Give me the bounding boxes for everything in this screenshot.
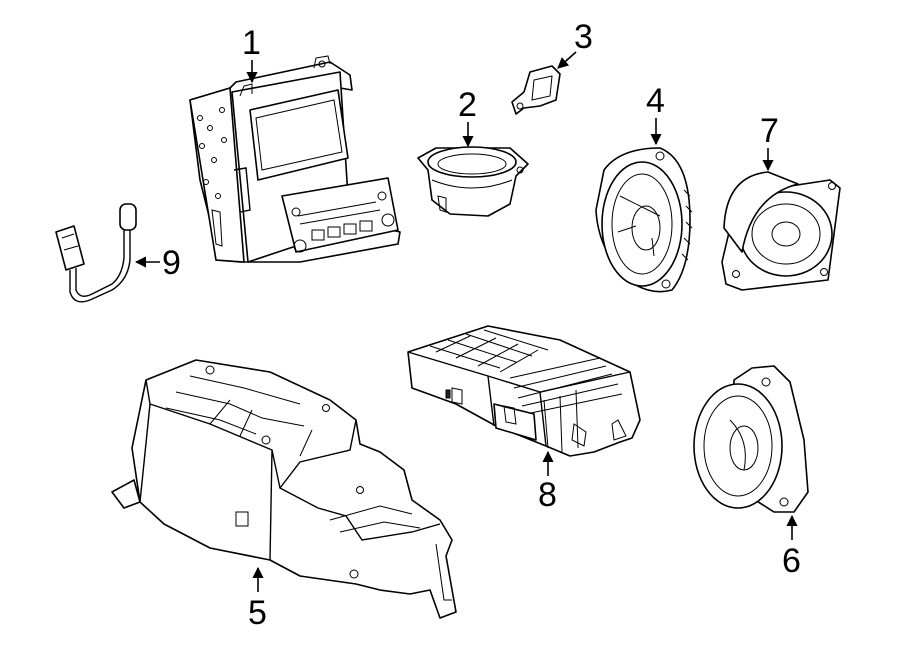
callout-5: 5 [248,594,267,632]
round-speaker-part[interactable] [693,365,809,513]
callout-8: 8 [538,476,557,514]
tweeter-speaker-part[interactable] [417,146,529,217]
door-speaker-part[interactable] [595,147,693,293]
callout-3: 3 [574,18,593,56]
subwoofer-enclosure-part[interactable] [111,359,457,619]
callout-labels: 1 2 3 4 5 6 7 8 9 [162,18,801,632]
callout-9: 9 [162,244,181,282]
square-speaker-part[interactable] [721,171,841,291]
callout-2: 2 [458,86,477,124]
callout-7: 7 [760,112,779,150]
bracket-part[interactable] [511,65,561,115]
callout-4: 4 [646,82,665,120]
leader-lines [134,51,798,592]
amplifier-part[interactable] [407,325,641,457]
head-unit-part[interactable] [189,55,401,263]
antenna-cable-part[interactable] [55,203,137,303]
callout-1: 1 [242,24,261,62]
callout-6: 6 [782,542,801,580]
